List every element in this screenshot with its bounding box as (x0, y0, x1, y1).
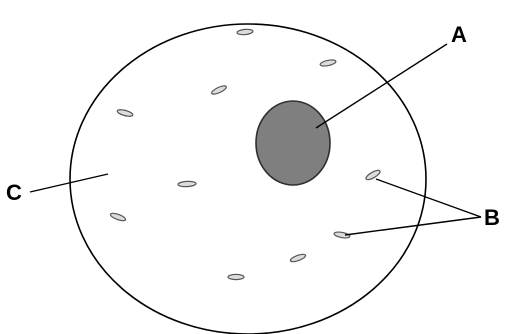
organelle (228, 274, 244, 279)
organelle (290, 253, 307, 263)
label-a: A (451, 22, 467, 47)
organelle (237, 29, 253, 36)
organelle (110, 212, 127, 222)
organelle (178, 181, 196, 187)
organelle-group (110, 29, 382, 280)
leader-line-b2 (345, 217, 481, 235)
organelle (117, 108, 134, 117)
label-c: C (6, 180, 22, 205)
leader-line-b1 (376, 179, 481, 217)
nucleus (256, 101, 330, 185)
leader-line-a (316, 44, 447, 128)
leader-line-c (30, 174, 108, 192)
organelle (211, 84, 228, 95)
organelle (320, 59, 337, 67)
label-b: B (484, 205, 500, 230)
